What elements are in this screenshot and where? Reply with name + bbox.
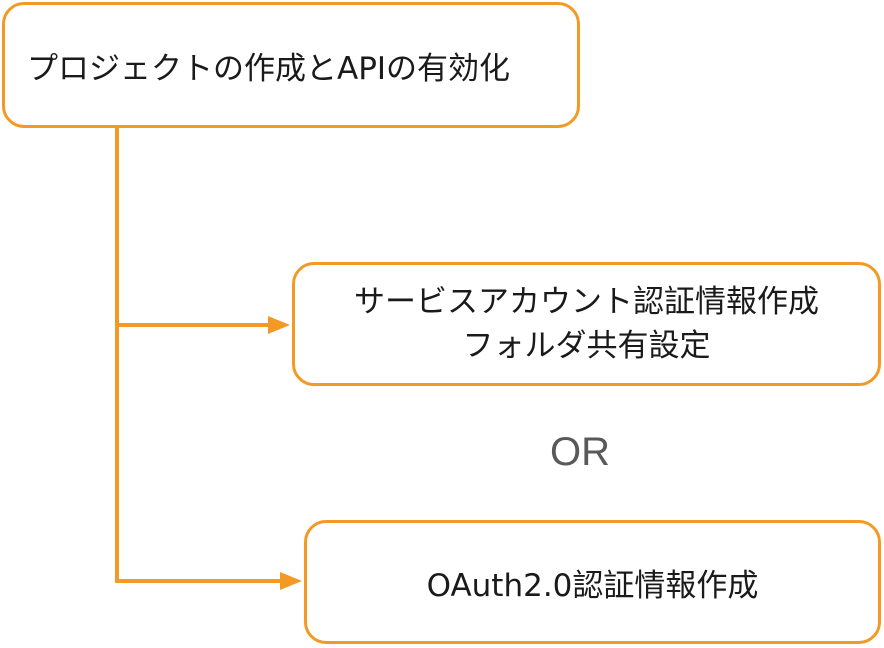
service-account-node: サービスアカウント認証情報作成 フォルダ共有設定 [292,262,881,386]
oauth-node-label: OAuth2.0認証情報作成 [426,567,759,604]
project-node: プロジェクトの作成とAPIの有効化 [2,2,580,128]
or-separator-label: OR [550,430,610,474]
arrowhead-oauth [280,572,302,590]
service-account-node-line2: フォルダ共有設定 [462,328,711,364]
oauth-node: OAuth2.0認証情報作成 [304,520,881,644]
arrowhead-service-account [268,316,290,334]
project-node-label: プロジェクトの作成とAPIの有効化 [27,50,511,87]
service-account-node-line1: サービスアカウント認証情報作成 [354,284,819,320]
